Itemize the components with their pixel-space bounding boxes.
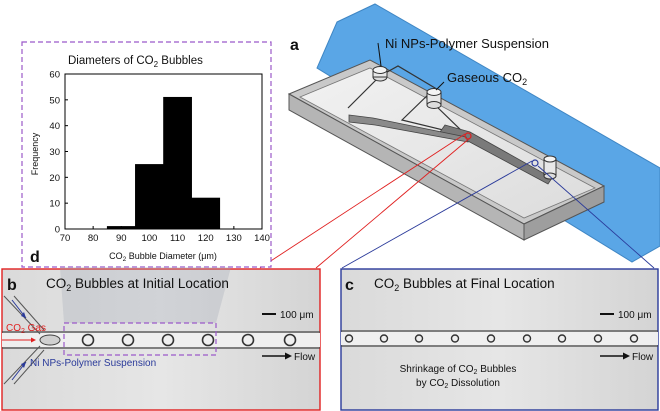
panel-c-title-post: Bubbles at Final Location — [399, 276, 554, 291]
bubble — [522, 334, 532, 343]
histogram-xlabel-pre: CO — [109, 251, 123, 261]
scale-label-b: 100 μm — [280, 310, 314, 321]
bubble — [344, 334, 354, 343]
histogram-title-sub: 2 — [154, 60, 159, 69]
y-tick-label: 0 — [55, 225, 60, 236]
measurement-region — [63, 322, 217, 356]
bubble — [629, 334, 639, 343]
bubble — [557, 334, 567, 343]
shrinkage-pre: Shrinkage of CO — [400, 364, 474, 375]
outlet-port — [543, 155, 557, 180]
gaseous-co2-label: Gaseous CO2 — [447, 70, 527, 87]
co2-gas-post: Gas — [25, 323, 46, 334]
y-tick-label: 40 — [49, 121, 60, 132]
bubble — [450, 334, 460, 343]
gaseous-co2-text: Gaseous CO — [447, 70, 522, 85]
histogram-bar — [163, 96, 192, 230]
x-tick-label: 80 — [88, 233, 99, 244]
x-tick-label: 140 — [254, 233, 270, 244]
gaseous-co2-sub: 2 — [522, 77, 527, 87]
histogram-funnel — [60, 267, 231, 323]
panel-c-title: CO2 Bubbles at Final Location — [374, 276, 555, 293]
panel-b-channel — [2, 295, 320, 385]
y-tick-label: 60 — [49, 70, 60, 81]
bubble — [486, 334, 496, 343]
panel-d-letter: d — [30, 249, 40, 266]
panel-b-title: CO2 Bubbles at Initial Location — [46, 276, 229, 293]
initial-location-panel: b CO2 Bubbles at Initial Location 100 μm… — [1, 267, 321, 411]
y-tick-label: 30 — [49, 147, 60, 158]
panel-c-channel — [341, 330, 658, 347]
bubble — [161, 333, 175, 347]
x-tick-label: 130 — [226, 233, 242, 244]
x-tick-label: 90 — [116, 233, 127, 244]
histogram-plot: 70 80 90 100 110 120 130 140 0 10 20 30 40 50 60 — [49, 70, 270, 245]
scale-label-c: 100 μm — [618, 310, 652, 321]
histogram-ylabel: Frequency — [30, 132, 40, 175]
x-tick-label: 120 — [198, 233, 214, 244]
panel-c-title-sub: 2 — [394, 283, 399, 293]
histogram-title: Diameters of CO2 Bubbles — [68, 55, 203, 69]
suspension-inflow-label: Ni NPs-Polymer Suspension — [30, 358, 156, 369]
dissolution-post: Dissolution — [448, 378, 500, 389]
panel-b-letter: b — [7, 277, 17, 294]
final-location-marker — [531, 159, 539, 167]
panel-a-letter: a — [290, 37, 299, 54]
y-tick-label: 20 — [49, 173, 60, 184]
final-bubbles — [344, 334, 639, 343]
co2-gas-pre: CO — [6, 323, 21, 334]
x-tick-label: 110 — [170, 233, 185, 244]
panel-b-title-sub: 2 — [66, 283, 71, 293]
device-panel: a Ni NPs-Polymer Suspension Gaseous CO2 — [287, 3, 660, 263]
panel-b-title-pre: CO — [46, 276, 66, 291]
initial-location-marker — [464, 132, 472, 140]
bubble — [121, 333, 135, 347]
bubble — [81, 333, 95, 347]
shrinkage-sub: 2 — [474, 369, 478, 376]
side-channel — [348, 114, 469, 143]
bubble — [414, 334, 424, 343]
dissolution-sub: 2 — [444, 383, 448, 390]
x-tick-label: 70 — [60, 233, 71, 244]
histogram-title-pre: Diameters of CO — [68, 55, 154, 67]
flow-label-c: Flow — [632, 352, 654, 363]
zoom-connectors — [259, 133, 655, 269]
bubble — [283, 333, 297, 347]
pdms-block-side — [523, 185, 605, 241]
shrinkage-note-line2: by CO2 Dissolution — [416, 378, 500, 390]
histogram-xlabel-sub: 2 — [123, 256, 127, 263]
bubble — [201, 333, 215, 347]
panel-b-title-post: Bubbles at Initial Location — [71, 276, 229, 291]
flow-arrowhead-c — [623, 352, 630, 360]
bubble — [593, 334, 603, 343]
flow-arrowhead-b — [285, 352, 292, 360]
histogram-bar — [135, 164, 164, 230]
initial-bubbles — [81, 333, 297, 347]
co2-gas-sub: 2 — [21, 328, 25, 335]
y-tick-label: 10 — [49, 199, 60, 210]
dissolution-pre: by CO — [416, 378, 445, 389]
shrinkage-note-line1: Shrinkage of CO2 Bubbles — [400, 364, 517, 376]
shrinkage-post: Bubbles — [477, 364, 516, 375]
suspension-label: Ni NPs-Polymer Suspension — [385, 36, 549, 51]
co2-gas-label: CO2 Gas — [6, 323, 46, 335]
histogram-xlabel: CO2 Bubble Diameter (μm) — [109, 251, 217, 263]
panel-c-title-pre: CO — [374, 276, 394, 291]
bubble — [379, 334, 389, 343]
device-floor — [299, 67, 596, 219]
flow-label-b: Flow — [294, 352, 316, 363]
panel-c-letter: c — [345, 277, 354, 294]
histogram-bar — [191, 197, 221, 230]
histogram-xlabel-post: Bubble Diameter (μm) — [126, 251, 217, 261]
bubble — [241, 333, 255, 347]
suspension-inlet-port — [372, 66, 388, 82]
histogram-title-post: Bubbles — [158, 55, 203, 67]
final-location-panel: c CO2 Bubbles at Final Location 100 μm F… — [340, 268, 659, 411]
x-tick-label: 100 — [141, 233, 157, 244]
y-tick-label: 50 — [49, 95, 60, 106]
gas-inlet-port — [426, 88, 442, 109]
